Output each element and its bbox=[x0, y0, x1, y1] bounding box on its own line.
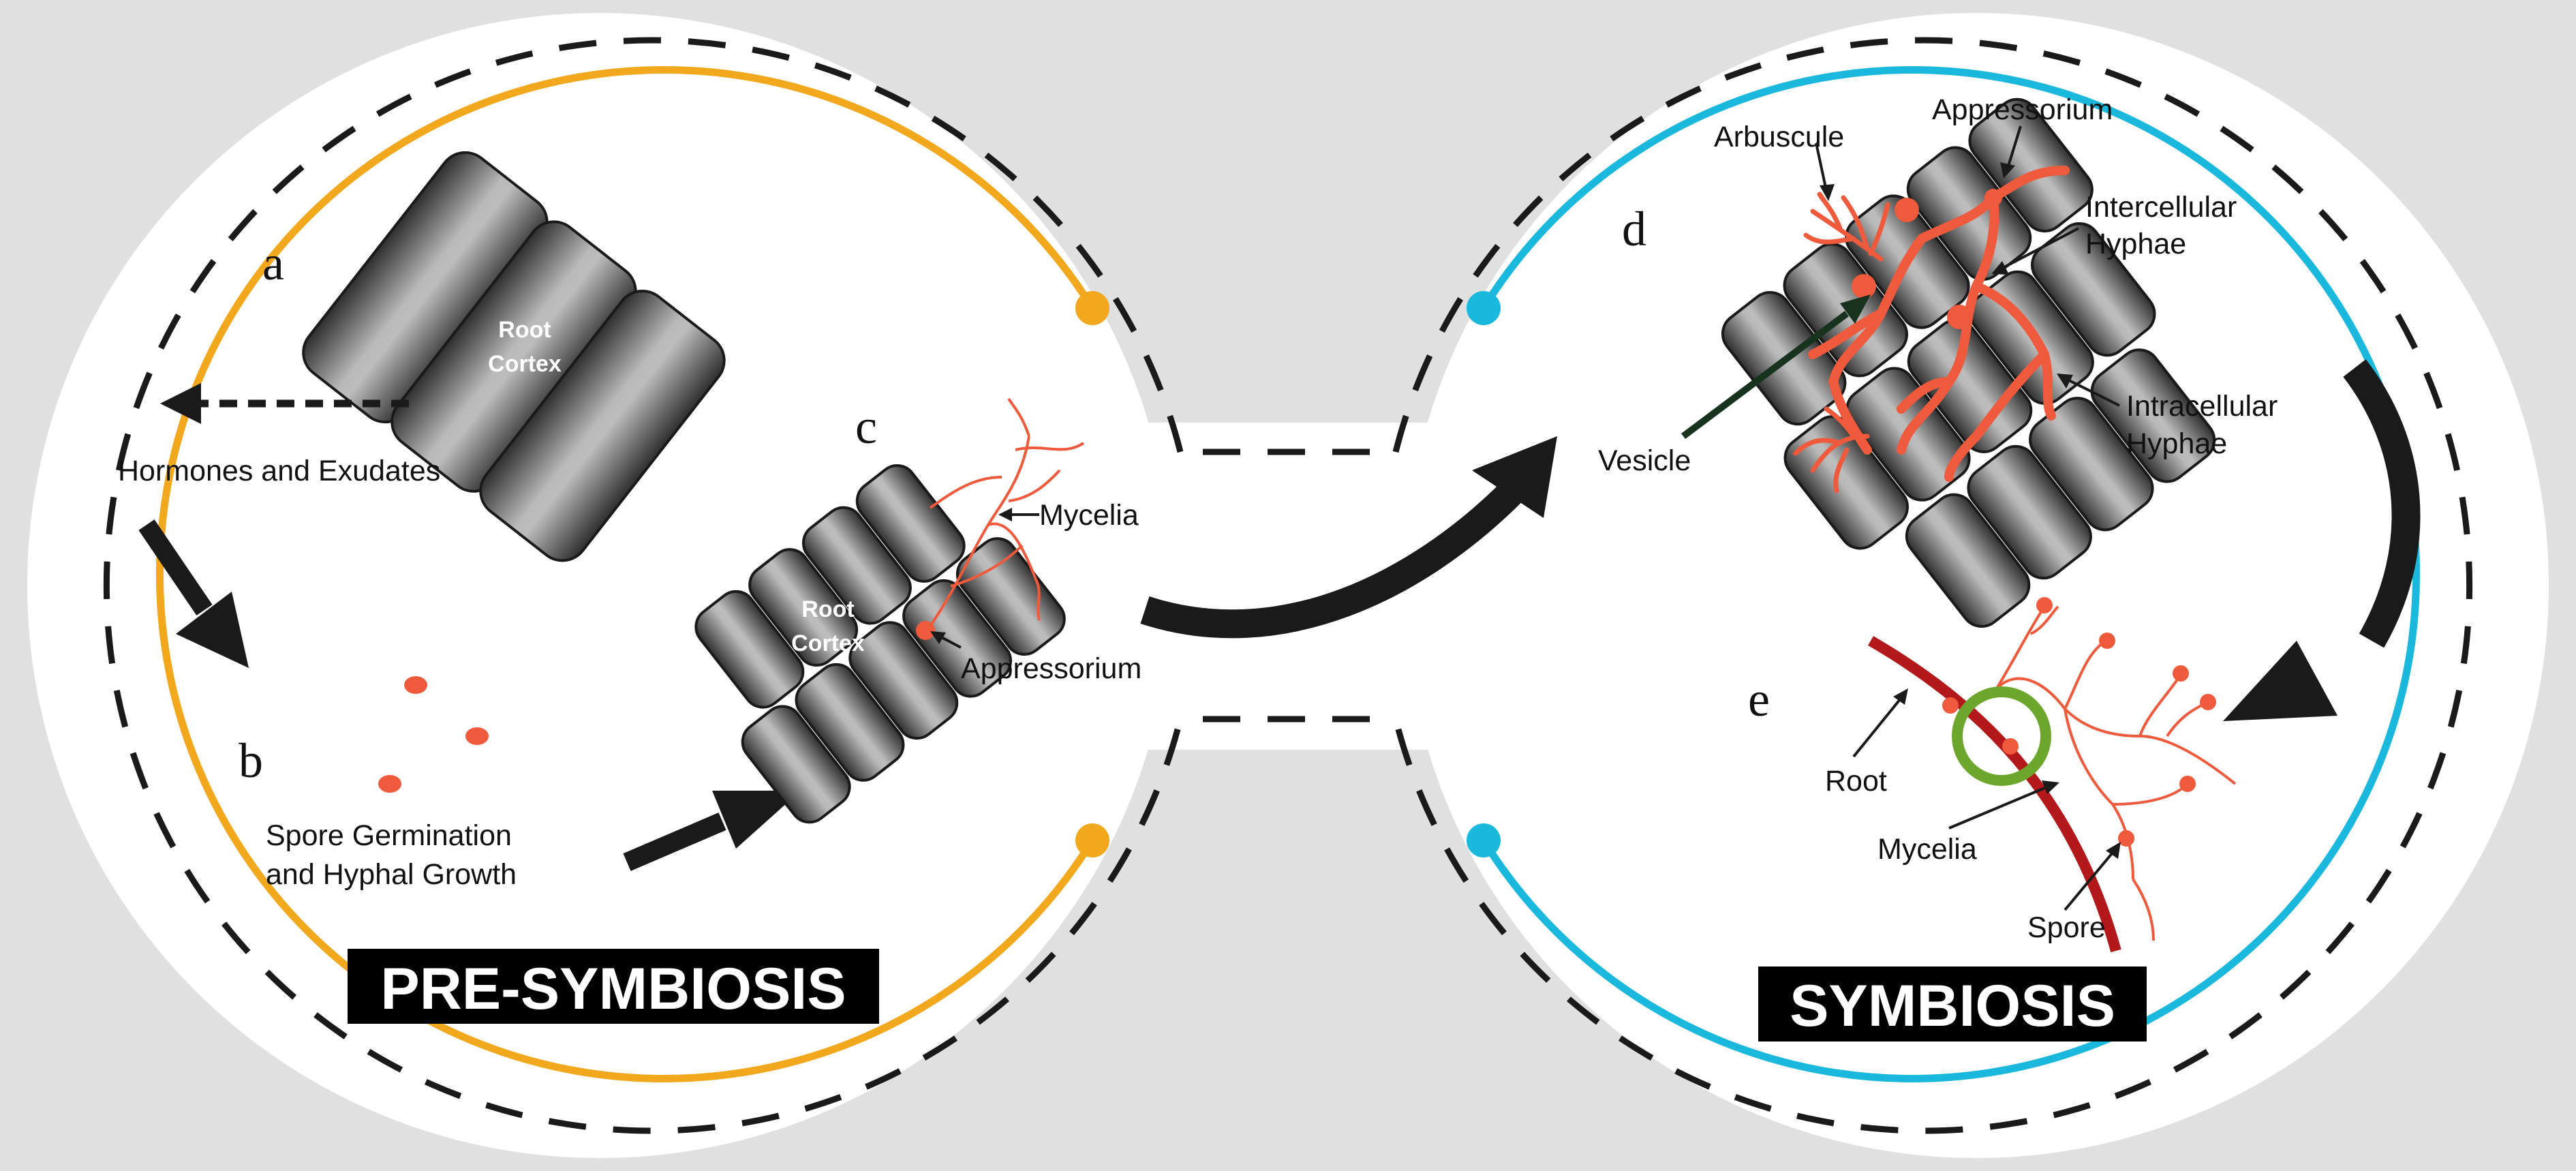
vesicle-3 bbox=[1947, 305, 1972, 329]
panel-letter-d: d bbox=[1622, 202, 1646, 256]
panel-a: a Root Cortex Hormones and Exudates bbox=[118, 151, 726, 562]
pre-symbiosis-title: PRE-SYMBIOSIS bbox=[380, 956, 846, 1022]
panel-letter-a: a bbox=[262, 236, 284, 290]
right-dashed-arc bbox=[1392, 37, 2473, 1134]
spore-e-6 bbox=[2118, 830, 2134, 847]
cortex-label-c: Cortex bbox=[791, 630, 865, 656]
hormones-label: Hormones and Exudates bbox=[118, 455, 440, 487]
spore-dot-2 bbox=[465, 727, 489, 745]
vesicle-1 bbox=[1895, 198, 1919, 222]
intracellular-label-1: Intracellular bbox=[2126, 390, 2278, 423]
intercellular-label-2: Hyphae bbox=[2085, 228, 2186, 260]
arbuscule-tuft-bottom bbox=[1793, 406, 1870, 493]
appressorium-label-c: Appressorium bbox=[961, 652, 1141, 685]
panel-c: c Root Cortex Mycelia Appre bbox=[694, 397, 1141, 824]
root-cortex-block-a bbox=[302, 151, 726, 562]
root-label-e: Root bbox=[1825, 765, 1887, 797]
connector-bridge bbox=[1090, 423, 1499, 750]
spore-e-3 bbox=[2173, 665, 2189, 682]
arrow-a-to-b bbox=[138, 519, 249, 668]
mycelia-label-e: Mycelia bbox=[1877, 833, 1977, 866]
panel-letter-e: e bbox=[1748, 672, 1770, 727]
panel-e: e Root Mycelia Spore bbox=[1748, 597, 2237, 953]
symbiosis-title: SYMBIOSIS bbox=[1790, 973, 2115, 1039]
root-label-a: Root bbox=[498, 317, 551, 343]
spore-e-7 bbox=[2002, 738, 2019, 755]
intercellular-label-1: Intercellular bbox=[2085, 191, 2237, 224]
panel-d: d bbox=[1598, 93, 2278, 628]
cortex-label-a: Cortex bbox=[488, 351, 562, 377]
pre-symbiosis-banner: PRE-SYMBIOSIS bbox=[348, 949, 879, 1024]
symbiosis-ring bbox=[1480, 66, 2420, 1082]
left-disc bbox=[27, 13, 1172, 1158]
panel-letter-b: b bbox=[239, 733, 263, 788]
spore-germination-label: Spore Germination bbox=[266, 819, 512, 852]
panel-letter-c: c bbox=[855, 399, 877, 454]
mycelia-hyphae-c bbox=[925, 397, 1085, 632]
vesicle-2 bbox=[1852, 274, 1876, 299]
arrow-b-to-c bbox=[623, 791, 801, 871]
appressorium-dot-c bbox=[916, 621, 935, 640]
appressorium-label-d: Appressorium bbox=[1932, 93, 2113, 126]
sym-ring-end-dot-top bbox=[1467, 291, 1501, 325]
appressorium-dot-d bbox=[1984, 189, 2002, 207]
mycelia-hyphae-e bbox=[1995, 605, 2237, 941]
spore-e-1 bbox=[2036, 597, 2053, 613]
panel-b: b Spore Germination and Hyphal Growth bbox=[239, 676, 517, 891]
spore-e-2 bbox=[2099, 633, 2115, 649]
arbuscule-tuft-top bbox=[1803, 192, 1890, 262]
vesicle-label: Vesicle bbox=[1598, 444, 1691, 477]
intracellular-label-2: Hyphae bbox=[2126, 427, 2227, 460]
root-strand bbox=[1867, 636, 2121, 953]
root-label-c: Root bbox=[801, 596, 854, 622]
spore-e-4 bbox=[2200, 694, 2216, 710]
pre-ring-end-dot-bottom bbox=[1075, 823, 1109, 857]
pre-ring-end-dot-top bbox=[1075, 291, 1109, 325]
arrow-c-to-d bbox=[1140, 436, 1557, 639]
sym-ring-end-dot-bottom bbox=[1467, 823, 1501, 857]
arbuscule-label: Arbuscule bbox=[1714, 121, 1844, 153]
spore-e-8 bbox=[1942, 697, 1959, 714]
left-dashed-arc bbox=[103, 37, 1184, 1134]
exudate-arrowhead bbox=[160, 383, 201, 424]
green-highlight-ring bbox=[1952, 686, 2051, 786]
pre-symbiosis-ring bbox=[156, 66, 1096, 1082]
dashed-outline bbox=[103, 37, 2473, 1134]
spore-label-e: Spore bbox=[2027, 911, 2106, 944]
spore-dot-1 bbox=[404, 676, 427, 694]
symbiosis-banner: SYMBIOSIS bbox=[1758, 967, 2147, 1041]
mycelia-label-c: Mycelia bbox=[1039, 499, 1139, 532]
hyphal-growth-label: and Hyphal Growth bbox=[266, 858, 517, 891]
arrow-d-to-e bbox=[2223, 359, 2421, 721]
spore-e-5 bbox=[2179, 776, 2196, 792]
spore-dot-3 bbox=[378, 775, 401, 793]
root-cortex-cluster-c bbox=[694, 464, 1066, 824]
colored-rings bbox=[156, 66, 2420, 1082]
